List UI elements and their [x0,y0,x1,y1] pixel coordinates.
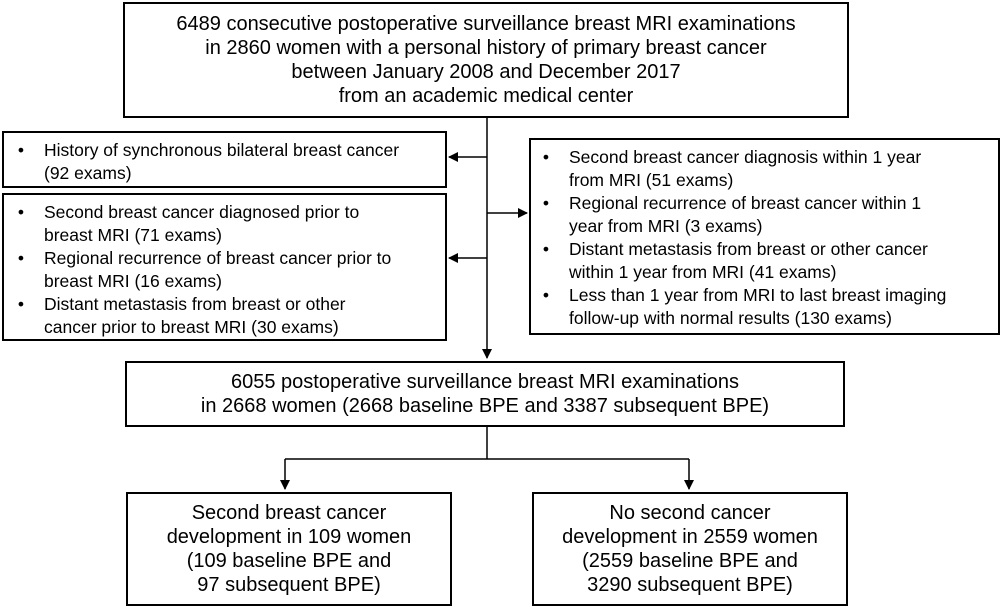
bullet-icon: • [542,285,550,305]
included-cohort-line-2: in 2668 women (2668 baseline BPE and 338… [200,395,770,417]
outcome-line: 97 subsequent BPE) [197,574,381,596]
initial-cohort-line-2: in 2860 women with a personal history of… [205,37,767,59]
exclusion-item-line: Distant metastasis from breast or other … [569,239,928,259]
exclusion-item-line: Regional recurrence of breast cancer pri… [44,248,392,268]
exclusion-item: • Regional recurrence of breast cancer w… [539,192,998,238]
exclusion-item: • Distant metastasis from breast or othe… [14,293,445,339]
outcome-box-second-cancer: Second breast cancer development in 109 … [126,492,452,606]
outcome-line: (2559 baseline BPE and [582,550,798,572]
exclusion-item: • Second breast cancer diagnosed prior t… [14,201,445,247]
exclusion-item: • History of synchronous bilateral breas… [14,139,445,185]
bullet-icon: • [17,294,25,314]
initial-cohort-line-3: between January 2008 and December 2017 [291,61,681,83]
outcome-line: Second breast cancer [191,502,387,524]
outcome-line: development in 2559 women [562,526,818,548]
exclusion-item-line: from MRI (51 exams) [569,170,734,190]
exclusion-box-prior-cancer: • Second breast cancer diagnosed prior t… [2,193,447,341]
exclusion-item-line: Second breast cancer diagnosis within 1 … [569,147,922,167]
outcome-line: development in 109 women [166,526,412,548]
exclusion-item-line: History of synchronous bilateral breast … [44,140,400,160]
bullet-icon: • [542,193,550,213]
bullet-icon: • [542,147,550,167]
exclusion-box-within-one-year: • Second breast cancer diagnosis within … [529,138,1000,335]
initial-cohort-line-1: 6489 consecutive postoperative surveilla… [176,13,796,35]
outcome-line: (109 baseline BPE and [186,550,392,572]
exclusion-item-line: Regional recurrence of breast cancer wit… [569,193,922,213]
exclusion-item-line: breast MRI (16 exams) [44,271,222,291]
outcome-line: No second cancer [609,502,771,524]
initial-cohort-line-4: from an academic medical center [338,85,634,107]
exclusion-item-line: cancer prior to breast MRI (30 exams) [44,317,339,337]
outcome-box-no-second-cancer: No second cancer development in 2559 wom… [532,492,848,606]
exclusion-item: • Regional recurrence of breast cancer p… [14,247,445,293]
exclusion-item-line: follow-up with normal results (130 exams… [569,308,892,328]
exclusion-item: • Less than 1 year from MRI to last brea… [539,284,998,330]
initial-cohort-box: 6489 consecutive postoperative surveilla… [123,2,849,118]
outcome-line: 3290 subsequent BPE) [587,574,793,596]
exclusion-item: • Distant metastasis from breast or othe… [539,238,998,284]
exclusion-item-line: Distant metastasis from breast or other [44,294,346,314]
exclusion-item-line: within 1 year from MRI (41 exams) [569,262,837,282]
included-cohort-box: 6055 postoperative surveillance breast M… [125,361,845,427]
bullet-icon: • [542,239,550,259]
exclusion-item-line: Second breast cancer diagnosed prior to [44,202,360,222]
exclusion-box-bilateral: • History of synchronous bilateral breas… [2,131,447,188]
bullet-icon: • [17,248,25,268]
exclusion-item: • Second breast cancer diagnosis within … [539,146,998,192]
included-cohort-line-1: 6055 postoperative surveillance breast M… [230,371,740,393]
exclusion-item-line: year from MRI (3 exams) [569,216,763,236]
exclusion-item-line: breast MRI (71 exams) [44,225,222,245]
bullet-icon: • [17,202,25,222]
bullet-icon: • [17,140,25,160]
exclusion-item-line: Less than 1 year from MRI to last breast… [569,285,947,305]
exclusion-item-line: (92 exams) [44,163,132,183]
